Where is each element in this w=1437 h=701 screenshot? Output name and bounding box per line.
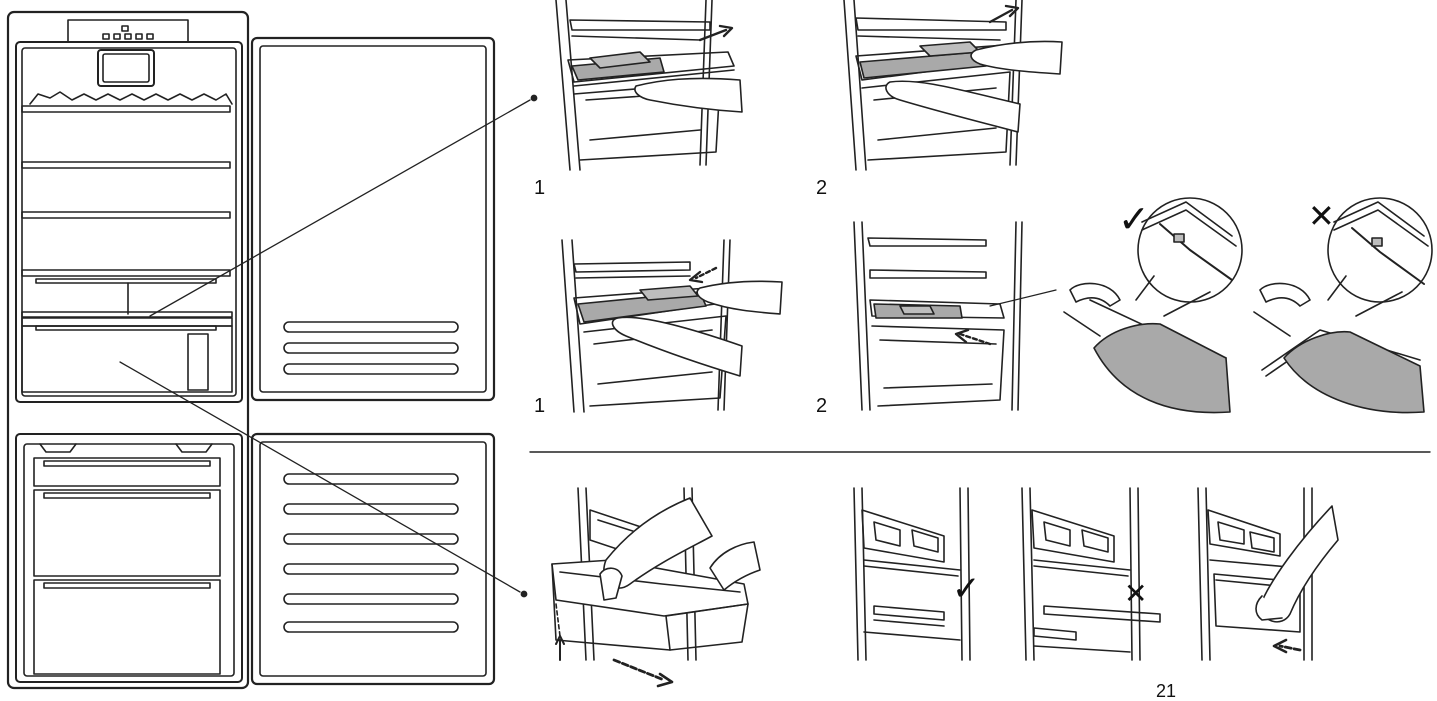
illustration-shelf-remove-1 bbox=[555, 0, 743, 171]
step-number: 1 bbox=[534, 177, 546, 199]
freezer-door bbox=[250, 432, 496, 686]
illustration-rails-incorrect bbox=[1021, 487, 1161, 661]
leader-line bbox=[119, 361, 528, 598]
page-number: 21 bbox=[1156, 681, 1177, 701]
fridge-cabinet bbox=[6, 10, 250, 690]
fridge-shelf bbox=[21, 161, 231, 169]
leader-line bbox=[149, 94, 538, 317]
step-number: 2 bbox=[816, 395, 828, 417]
fridge-door bbox=[250, 36, 496, 402]
fridge-shelf bbox=[21, 105, 231, 113]
freezer-drawer bbox=[33, 457, 221, 487]
fridge-shelf bbox=[21, 269, 231, 315]
crisper-drawer bbox=[21, 325, 233, 393]
cross-icon: ✕ bbox=[1308, 197, 1335, 235]
split-shelf bbox=[21, 311, 233, 331]
illustration-shelf-remove-2 bbox=[843, 0, 1063, 171]
step-number: 1 bbox=[534, 395, 546, 417]
freezer-drawer bbox=[33, 489, 221, 577]
checkmark-icon: ✓ bbox=[1118, 197, 1150, 241]
checkmark-icon: ✓ bbox=[952, 569, 981, 609]
step-number: 2 bbox=[816, 177, 828, 199]
fridge-shelf bbox=[21, 211, 231, 219]
detail-shelf-incorrect bbox=[1253, 197, 1433, 414]
illustration-shelf-insert-1 bbox=[561, 239, 783, 413]
detail-shelf-correct bbox=[1063, 197, 1243, 414]
control-panel bbox=[102, 25, 154, 40]
illustration-shelf-insert-2 bbox=[853, 221, 1057, 411]
illustration-crisper-insert bbox=[1197, 487, 1339, 661]
illustration-crisper-remove bbox=[551, 487, 761, 688]
illustration-rails-correct bbox=[853, 487, 971, 661]
cross-icon: ✕ bbox=[1124, 577, 1148, 610]
freezer-drawer bbox=[33, 579, 221, 675]
